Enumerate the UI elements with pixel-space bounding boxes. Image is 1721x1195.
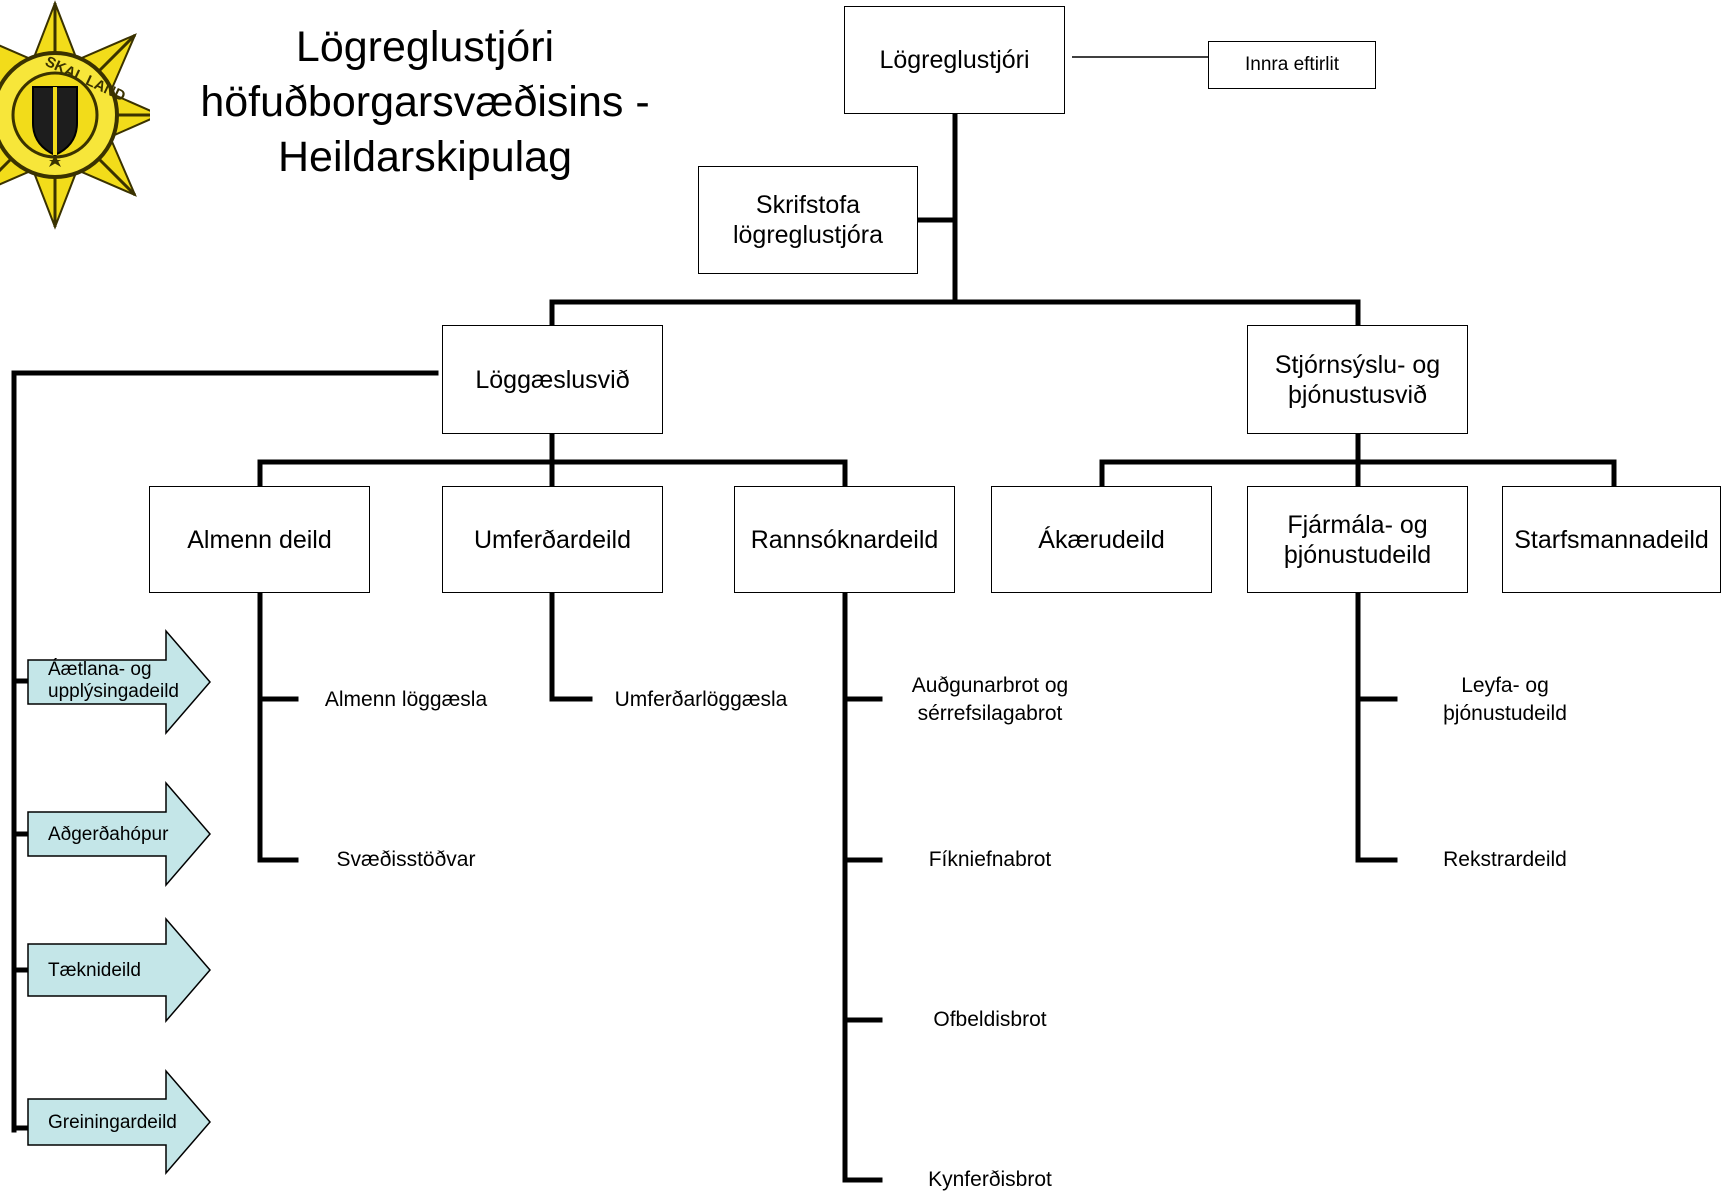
investigation-dept-label: Rannsóknardeild	[750, 525, 939, 554]
subunit-general-policing: Almenn löggæsla	[324, 688, 488, 711]
internal-audit-label: Innra eftirlit	[1245, 54, 1339, 75]
traffic-dept-label: Umferðardeild	[473, 525, 631, 554]
investigation-dept-box: Rannsóknardeild	[734, 486, 955, 593]
law-enforcement-label: Löggæslusvið	[475, 365, 630, 394]
police-badge-logo: SKAL LAND	[0, 0, 150, 230]
block-arrow	[27, 916, 211, 1024]
arrow-label-action-group: Aðgerðahópur	[48, 824, 169, 845]
subunit-operations: Rekstrardeild	[1443, 848, 1567, 871]
block-arrow	[27, 628, 211, 736]
admin-services-box: Stjórnsýslu- og þjónustusvið	[1247, 325, 1468, 434]
subunit-sexual-offences: Kynferðisbrot	[928, 1168, 1052, 1191]
office-box: Skrifstofa lögreglustjóra	[698, 166, 918, 274]
general-dept-box: Almenn deild	[149, 486, 370, 593]
staff-dept-label: Starfsmannadeild	[1514, 525, 1709, 554]
subunit-violence: Ofbeldisbrot	[933, 1008, 1047, 1031]
finance-dept-label: Fjármála- og þjónustudeild	[1283, 510, 1432, 569]
general-dept-label: Almenn deild	[187, 525, 332, 554]
internal-audit-box: Innra eftirlit	[1208, 41, 1376, 89]
subunit-licensing: Leyfa- og þjónustudeild	[1443, 674, 1567, 725]
chief-label: Lögreglustjóri	[879, 46, 1030, 74]
prosecution-dept-box: Ákærudeild	[991, 486, 1212, 593]
subunit-narcotics: Fíkniefnabrot	[928, 848, 1052, 871]
finance-dept-box: Fjármála- og þjónustudeild	[1247, 486, 1468, 593]
block-arrow	[27, 780, 211, 888]
prosecution-dept-label: Ákærudeild	[1038, 525, 1165, 554]
staff-dept-box: Starfsmannadeild	[1502, 486, 1721, 593]
arrow-label-analysis: Greiningardeild	[48, 1112, 177, 1133]
law-enforcement-box: Löggæslusvið	[442, 325, 663, 434]
chief-box: Lögreglustjóri	[844, 6, 1065, 114]
office-label: Skrifstofa lögreglustjóra	[732, 191, 884, 249]
subunit-district-stations: Svæðisstöðvar	[336, 848, 476, 871]
admin-services-label: Stjórnsýslu- og þjónustusvið	[1274, 350, 1441, 409]
arrow-label-planning: Áætlana- og upplýsingadeild	[48, 659, 179, 702]
subunit-traffic-policing: Umferðarlöggæsla	[614, 688, 788, 711]
page-title: Lögreglustjóri höfuðborgarsvæðisins - He…	[200, 23, 650, 181]
subunit-fraud: Auðgunarbrot og sérrefsilagabrot	[911, 674, 1069, 725]
traffic-dept-box: Umferðardeild	[442, 486, 663, 593]
arrow-label-technical: Tæknideild	[48, 960, 141, 981]
block-arrow	[27, 1068, 211, 1176]
